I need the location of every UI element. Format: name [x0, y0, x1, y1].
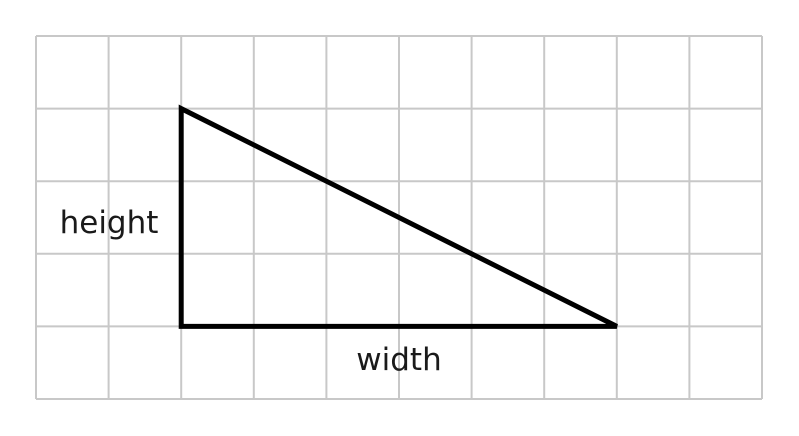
- width-label: width: [356, 342, 441, 378]
- height-label: height: [60, 205, 159, 241]
- right-triangle: [178, 104, 618, 329]
